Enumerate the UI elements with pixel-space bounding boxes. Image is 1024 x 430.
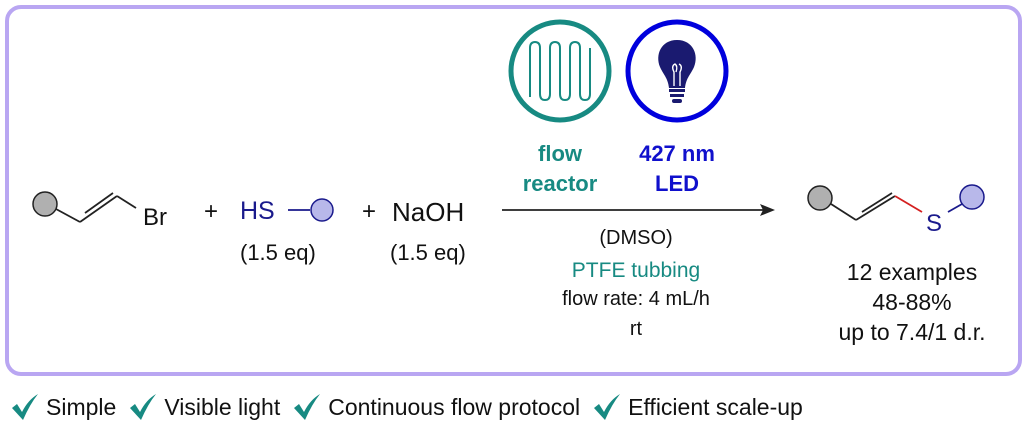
base-equivalents: (1.5 eq) (390, 240, 466, 265)
feature-item: Continuous flow protocol (292, 392, 580, 422)
bromine-label: Br (143, 204, 167, 231)
led-label-1: 427 nm (639, 141, 715, 166)
plus-sign: + (362, 198, 377, 225)
led-label-2: LED (655, 171, 699, 196)
feature-item: Simple (10, 392, 116, 422)
feature-label: Efficient scale-up (628, 393, 803, 420)
light-bulb-icon (625, 19, 729, 123)
feature-label: Visible light (164, 393, 281, 420)
scheme-frame (5, 5, 1022, 376)
yield-range: 48-88% (872, 289, 952, 315)
checkmark-icon (130, 394, 157, 420)
feature-label: Simple (46, 393, 117, 420)
vinyl-bromide-structure (32, 191, 137, 223)
tubing-label: PTFE tubbing (571, 259, 701, 282)
examples-count: 12 examples (846, 259, 978, 285)
base-label: NaOH (392, 197, 465, 227)
sulfur-label: S (926, 210, 943, 237)
feature-item: Visible light (128, 392, 280, 422)
diastereomeric-ratio: up to 7.4/1 d.r. (838, 319, 986, 345)
flow-reactor-label-2: reactor (522, 171, 598, 196)
solvent-label: (DMSO) (599, 227, 673, 249)
checkmark-icon (594, 394, 621, 420)
thiol-label: HS (240, 197, 275, 225)
feature-list: Simple Visible light Continuous flow pro… (10, 392, 807, 422)
flow-reactor-label-1: flow (538, 141, 582, 166)
checkmark-icon (12, 394, 38, 420)
feature-item: Efficient scale-up (592, 392, 803, 422)
temperature-label: rt (629, 318, 643, 340)
thiol-structure (288, 198, 334, 222)
feature-label: Continuous flow protocol (328, 393, 581, 420)
flow-reactor-icon (508, 19, 612, 123)
vinyl-sulfide-structure (807, 184, 985, 221)
thiol-equivalents: (1.5 eq) (240, 240, 316, 265)
checkmark-icon (294, 394, 321, 420)
plus-sign: + (204, 198, 219, 225)
reaction-arrow (502, 204, 775, 216)
flow-rate-label: flow rate: 4 mL/h (562, 288, 710, 310)
